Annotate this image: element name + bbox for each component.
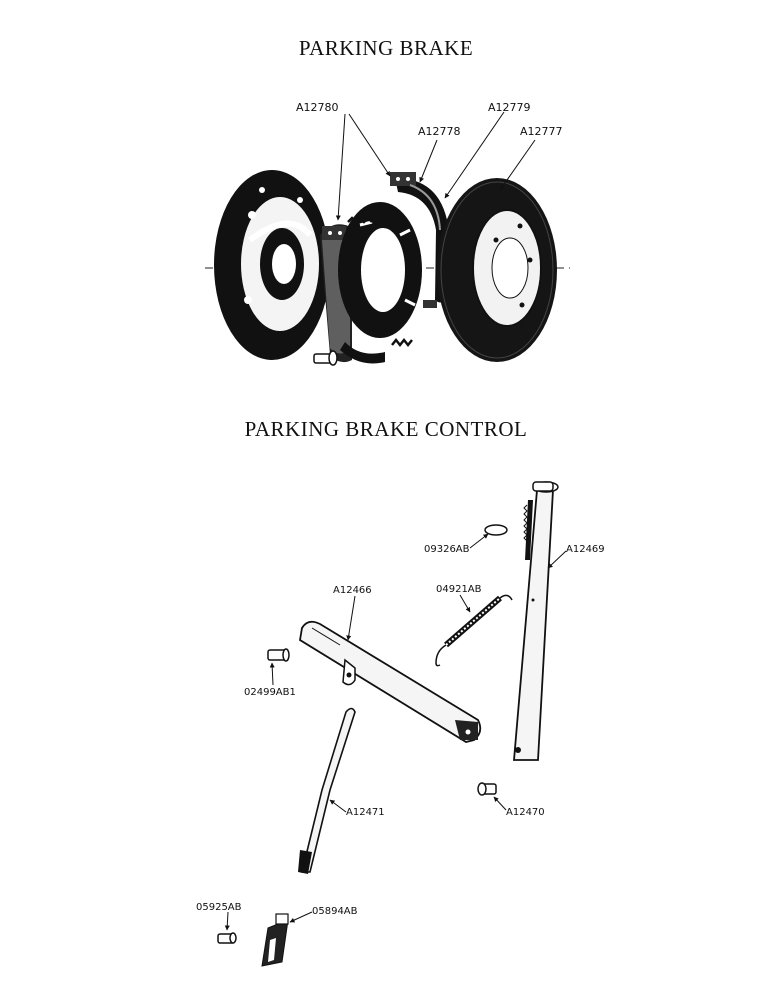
clevis-pin-b (217, 932, 237, 944)
brake-drum (437, 178, 557, 362)
brake-leaders (335, 111, 536, 221)
label-05894ab: 05894AB (312, 906, 358, 917)
clevis-pin-a (267, 648, 290, 662)
label-04921ab: 04921AB (436, 584, 482, 595)
label-05925ab: 05925AB (196, 902, 242, 913)
control-assembly: 09326AB A12469 04921AB A12466 02499AB1 A… (196, 481, 605, 967)
lever-pin (484, 524, 508, 536)
label-a12778: A12778 (418, 125, 461, 138)
parking-brake-title: PARKING BRAKE (298, 36, 474, 60)
pivot-pin (477, 782, 497, 796)
lever-arm (299, 620, 482, 743)
control-rod (298, 707, 356, 874)
parking-brake-control-title: PARKING BRAKE CONTROL (244, 417, 528, 441)
return-spring (435, 594, 513, 667)
label-a12470: A12470 (506, 807, 545, 818)
label-a12777: A12777 (520, 125, 563, 138)
label-a12471: A12471 (346, 807, 385, 818)
label-a12466: A12466 (333, 585, 372, 596)
brake-spider (338, 202, 422, 338)
backing-plate (214, 170, 330, 360)
brake-shoe-rear (390, 172, 448, 308)
hand-lever (513, 481, 559, 761)
label-09326ab: 09326AB (424, 544, 470, 555)
brake-springs (347, 216, 413, 348)
yoke (261, 913, 289, 967)
brake-bolt (313, 350, 338, 366)
label-a12779: A12779 (488, 101, 531, 114)
label-a12780: A12780 (296, 101, 339, 114)
label-02499ab1: 02499AB1 (244, 687, 296, 698)
brake-assembly: A12780 A12778 A12779 A12777 (205, 101, 570, 366)
label-a12469: A12469 (566, 544, 605, 555)
control-leaders (224, 533, 567, 931)
